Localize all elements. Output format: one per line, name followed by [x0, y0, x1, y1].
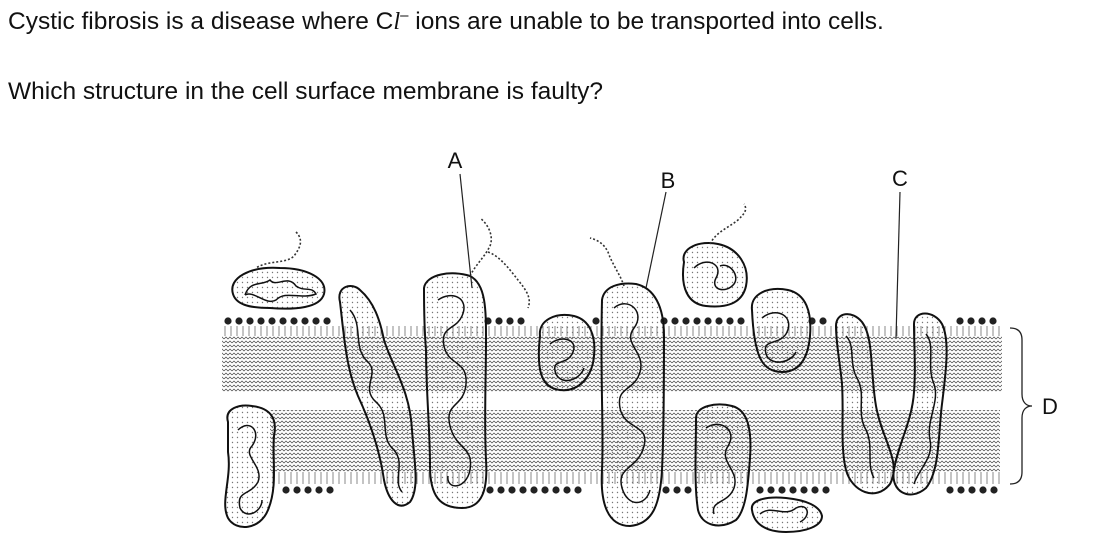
peripheral-protein-bottom-left	[224, 404, 276, 528]
cell-membrane-diagram: A B C D	[222, 148, 1058, 534]
question-text-after: ions are unable to be transported into c…	[408, 8, 884, 35]
leader-line-b	[645, 191, 667, 289]
phosphate-head	[563, 486, 571, 494]
question-text-line-1: Cystic fibrosis is a disease where Cl– i…	[8, 8, 884, 36]
peripheral-protein-top-center	[682, 203, 748, 308]
phosphate-head	[989, 317, 997, 325]
phosphate-head	[257, 317, 265, 325]
bracket-d	[1009, 327, 1033, 485]
phosphate-head	[946, 486, 954, 494]
phosphate-head	[968, 486, 976, 494]
label-c: C	[892, 166, 908, 191]
chloride-symbol: l	[393, 8, 401, 35]
phosphate-head	[979, 486, 987, 494]
phosphate-head	[279, 317, 287, 325]
phosphate-head	[684, 486, 692, 494]
phosphate-head	[957, 486, 965, 494]
phosphate-head	[304, 486, 312, 494]
phosphate-head	[956, 317, 964, 325]
protein-c-channel	[834, 312, 948, 496]
phosphate-head	[967, 317, 975, 325]
phosphate-head	[767, 486, 775, 494]
phosphate-head	[682, 317, 690, 325]
question-text-line-2: Which structure in the cell surface memb…	[8, 78, 604, 105]
chloride-charge: –	[400, 7, 409, 24]
peripheral-protein-bottom-center	[750, 496, 824, 534]
phosphate-head	[290, 317, 298, 325]
label-a: A	[448, 148, 463, 173]
protein-a-glycoprotein	[422, 217, 531, 510]
phosphate-head	[323, 317, 331, 325]
phosphate-head	[301, 317, 309, 325]
phosphate-head	[671, 317, 679, 325]
phosphate-head	[673, 486, 681, 494]
protein-b-transmembrane	[589, 237, 666, 528]
phosphate-head	[574, 486, 582, 494]
globular-protein-right	[750, 288, 812, 374]
label-leader-lines	[459, 173, 901, 339]
transmembrane-protein-bottom-center	[694, 403, 752, 527]
phosphate-head	[497, 486, 505, 494]
phosphate-head	[506, 317, 514, 325]
phosphate-head	[530, 486, 538, 494]
phosphate-head	[508, 486, 516, 494]
phosphate-head	[519, 486, 527, 494]
phosphate-head	[517, 317, 525, 325]
phosphate-head	[737, 317, 745, 325]
phosphate-head	[726, 317, 734, 325]
phosphate-heads-lower	[282, 486, 998, 494]
label-d: D	[1042, 394, 1058, 419]
phosphate-head	[693, 317, 701, 325]
phosphate-head	[978, 317, 986, 325]
phosphate-head	[990, 486, 998, 494]
phosphate-head	[235, 317, 243, 325]
question-text-before: Cystic fibrosis is a disease where C	[8, 8, 394, 35]
phosphate-heads-upper	[224, 317, 997, 325]
phosphate-head	[819, 317, 827, 325]
leader-line-a	[459, 173, 473, 289]
transmembrane-protein-left	[338, 285, 417, 507]
phosphate-head	[822, 486, 830, 494]
phosphate-head	[592, 317, 600, 325]
phosphate-head	[778, 486, 786, 494]
phosphate-head	[312, 317, 320, 325]
phosphate-head	[541, 486, 549, 494]
phosphate-head	[552, 486, 560, 494]
phosphate-head	[789, 486, 797, 494]
phosphate-head	[704, 317, 712, 325]
phosphate-head	[246, 317, 254, 325]
phosphate-head	[486, 486, 494, 494]
phosphate-head	[268, 317, 276, 325]
phosphate-head	[293, 486, 301, 494]
phosphate-head	[811, 486, 819, 494]
phosphate-head	[662, 486, 670, 494]
phosphate-head	[800, 486, 808, 494]
phosphate-head	[495, 317, 503, 325]
label-b: B	[661, 168, 676, 193]
phosphate-head	[715, 317, 723, 325]
globular-protein-center-left	[537, 314, 596, 392]
phosphate-head	[224, 317, 232, 325]
phosphate-head	[282, 486, 290, 494]
phosphate-head	[315, 486, 323, 494]
leader-line-c	[895, 191, 901, 339]
peripheral-protein-top-left	[231, 231, 326, 310]
phosphate-head	[326, 486, 334, 494]
phosphate-head	[756, 486, 764, 494]
